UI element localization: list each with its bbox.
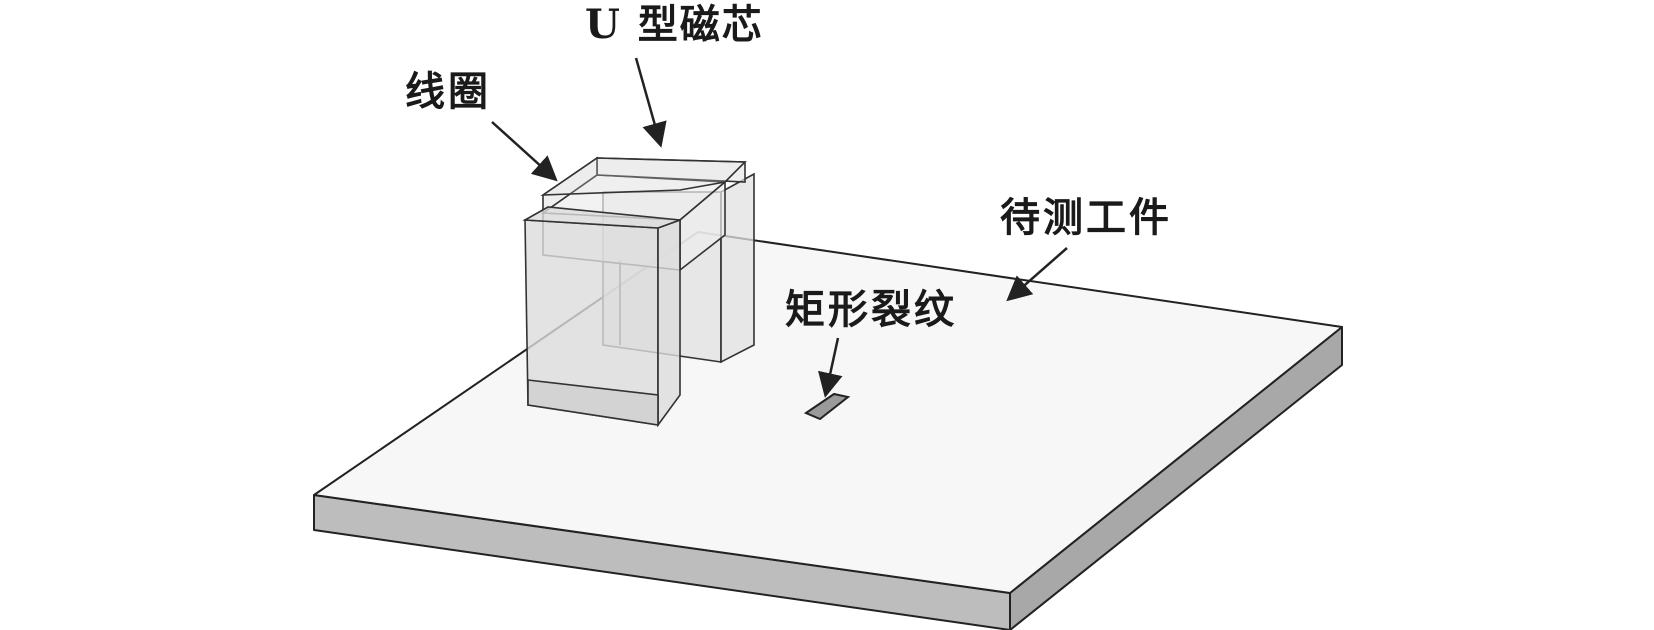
u-core-front-leg xyxy=(522,206,681,428)
arrow-coil xyxy=(491,121,558,182)
label-rectangular-crack: 矩形裂纹 xyxy=(785,286,957,333)
label-coil: 线圈 xyxy=(405,68,491,115)
arrow-workpiece xyxy=(1006,247,1068,302)
label-u-core: U 型磁芯 xyxy=(585,1,764,48)
rectangular-crack xyxy=(803,392,851,421)
arrow-u-core xyxy=(634,57,667,148)
leader-arrows xyxy=(491,57,1068,398)
coil xyxy=(540,156,747,215)
label-workpiece: 待测工件 xyxy=(1000,194,1172,241)
arrow-crack xyxy=(818,337,843,398)
